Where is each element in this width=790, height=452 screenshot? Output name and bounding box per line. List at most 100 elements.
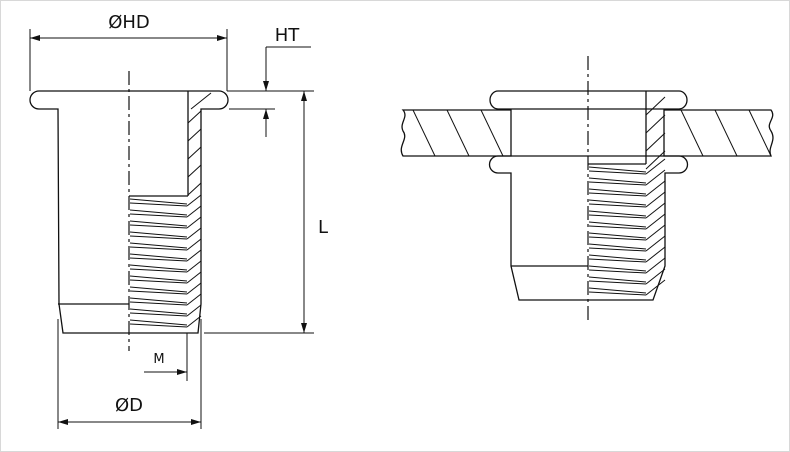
thread-line <box>645 191 666 208</box>
thread-line <box>588 199 647 206</box>
label-hd: ØHD <box>108 12 150 33</box>
hatch-line <box>680 109 704 157</box>
thread-line <box>645 268 666 285</box>
thread-line <box>186 293 202 306</box>
thread-line <box>588 247 647 252</box>
hatch-line <box>187 128 202 142</box>
thread-line <box>588 291 647 296</box>
thread-line <box>588 214 647 219</box>
thread-line <box>588 221 647 228</box>
thread-line <box>588 236 647 241</box>
hatch-line <box>645 132 666 152</box>
thread-line <box>645 246 666 263</box>
thread-line <box>129 301 188 306</box>
thread-line <box>588 181 647 186</box>
dimension-d: ØD <box>57 319 202 429</box>
thread-line <box>129 220 188 227</box>
thread-line <box>129 275 188 282</box>
thread-line <box>186 249 202 262</box>
thread-line <box>129 264 188 271</box>
hatch-line <box>190 92 212 110</box>
thread-line <box>645 257 666 274</box>
thread-line <box>645 213 666 230</box>
dimension-l: L <box>204 91 328 334</box>
thread-line <box>129 213 188 218</box>
thread-line <box>129 297 188 304</box>
thread-line <box>129 202 188 207</box>
thread-line <box>129 257 188 262</box>
installed-rivet-nut-view <box>400 56 774 321</box>
thread-line <box>588 265 647 272</box>
thread-line <box>186 227 202 240</box>
thread-line <box>129 209 188 216</box>
thread-line <box>129 290 188 295</box>
hatch-line <box>187 182 202 196</box>
dimension-hd: ØHD <box>29 12 228 91</box>
thread-line <box>129 319 188 326</box>
label-m: M <box>153 352 164 367</box>
thread-line <box>129 198 188 205</box>
thread-line <box>186 315 202 328</box>
dimension-ht: HT <box>227 25 314 137</box>
thread-line <box>129 246 188 251</box>
thread-line <box>588 254 647 261</box>
thread-line <box>186 216 202 229</box>
thread-line <box>129 268 188 273</box>
thread-line <box>588 192 647 197</box>
label-d: ØD <box>115 395 143 416</box>
thread-line <box>588 287 647 294</box>
hatch-line <box>187 110 202 124</box>
rivet-nut-section-view <box>29 71 229 351</box>
thread-line <box>645 235 666 252</box>
hatch-line <box>446 109 470 157</box>
thread-line <box>645 224 666 241</box>
thread-line <box>588 258 647 263</box>
thread-line <box>129 235 188 240</box>
hatch-line <box>480 109 504 157</box>
hatch-line <box>645 150 666 170</box>
hatch-line <box>645 114 666 134</box>
thread-line <box>186 260 202 273</box>
thread-line <box>588 166 647 173</box>
thread-line <box>588 170 647 175</box>
thread-line <box>645 158 666 175</box>
hatch-line <box>187 146 202 160</box>
thread-line <box>186 205 202 218</box>
thread-line <box>588 280 647 285</box>
label-ht: HT <box>275 25 301 46</box>
thread-line <box>588 276 647 283</box>
dimension-m: M <box>144 333 188 381</box>
thread-line <box>129 231 188 238</box>
thread-line <box>129 323 188 328</box>
thread-line <box>645 279 666 296</box>
thread-line <box>129 242 188 249</box>
thread-line <box>645 169 666 186</box>
thread-line <box>588 225 647 230</box>
thread-line <box>186 238 202 251</box>
thread-line <box>129 253 188 260</box>
hatch-line <box>412 109 436 157</box>
hatch-line <box>748 109 772 157</box>
thread-line <box>129 279 188 284</box>
thread-line <box>588 188 647 195</box>
thread-line <box>186 282 202 295</box>
thread-line <box>645 202 666 219</box>
label-l: L <box>318 217 328 238</box>
thread-line <box>186 194 202 207</box>
thread-line <box>645 180 666 197</box>
thread-line <box>588 203 647 208</box>
thread-line <box>186 271 202 284</box>
thread-line <box>186 304 202 317</box>
thread-line <box>129 312 188 317</box>
hatch-line <box>187 164 202 178</box>
thread-line <box>129 286 188 293</box>
hatch-line <box>714 109 738 157</box>
thread-line <box>588 269 647 274</box>
thread-line <box>588 232 647 239</box>
thread-line <box>588 177 647 184</box>
hatch-line <box>645 96 666 116</box>
thread-line <box>588 243 647 250</box>
thread-line <box>588 210 647 217</box>
